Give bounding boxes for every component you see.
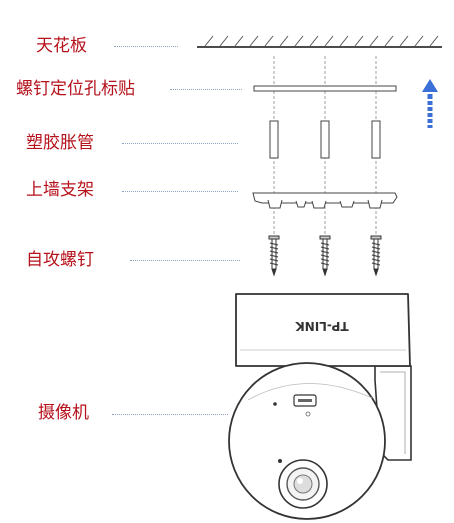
label-wall-bracket: 上墙支架: [26, 180, 94, 200]
label-screws: 自攻螺钉: [26, 250, 94, 270]
camera-brand-logo: TP-LINK: [295, 319, 349, 333]
screw: [268, 235, 280, 277]
self-tapping-screws: [268, 235, 382, 277]
plastic-anchors: [269, 120, 381, 159]
locating-sticker: [253, 85, 397, 92]
wall-bracket: [252, 192, 398, 209]
screw: [370, 235, 382, 277]
up-arrow-icon: [422, 79, 438, 128]
leader-locating-sticker: [170, 89, 242, 90]
leader-ceiling: [114, 46, 178, 47]
leader-screws: [130, 260, 240, 261]
label-anchors: 塑胶胀管: [26, 133, 94, 153]
leader-wall-bracket: [122, 191, 238, 192]
label-camera: 摄像机: [38, 403, 89, 423]
camera: TP-LINK: [228, 293, 412, 520]
reset-hole: [273, 402, 277, 406]
screw: [319, 235, 331, 277]
ceiling: [197, 35, 442, 48]
label-ceiling: 天花板: [36, 36, 87, 56]
leader-anchors: [122, 143, 238, 144]
label-locating-sticker: 螺钉定位孔标贴: [16, 79, 135, 99]
leader-camera: [112, 414, 228, 415]
